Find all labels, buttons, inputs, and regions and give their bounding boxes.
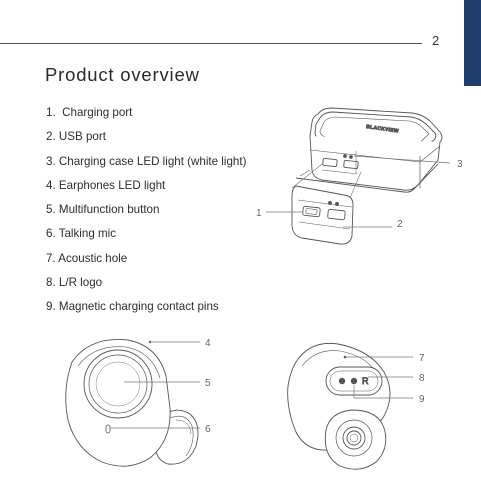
callout-9: 9 — [419, 394, 425, 405]
callout-7: 7 — [419, 353, 425, 364]
lr-logo: R — [362, 376, 369, 386]
callout-8: 8 — [419, 373, 425, 384]
